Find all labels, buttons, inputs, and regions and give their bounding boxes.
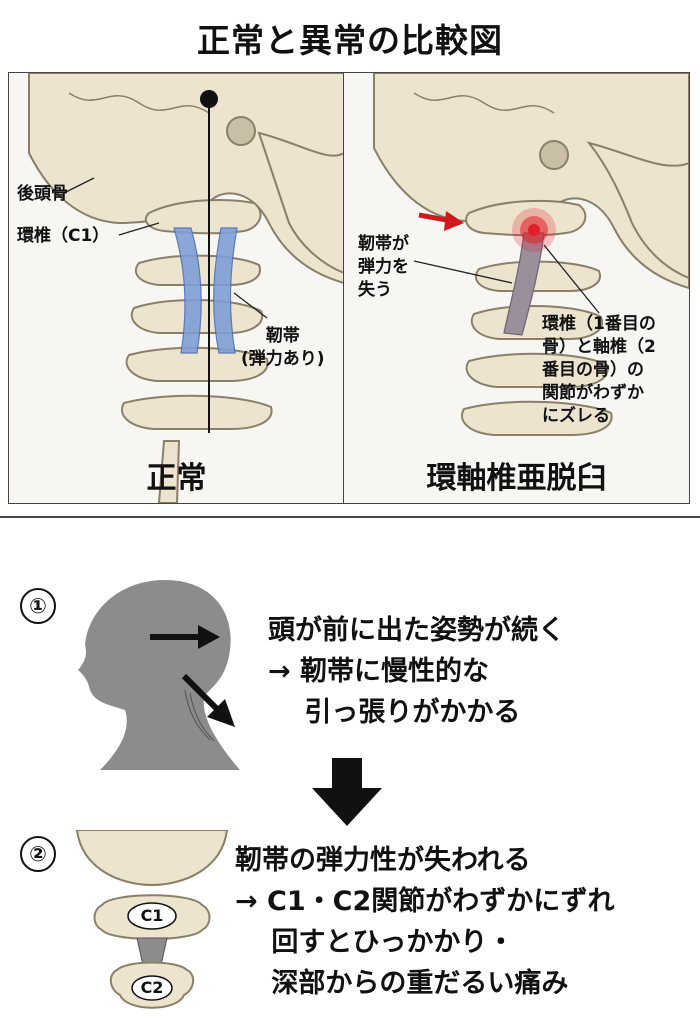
step2-number: ② (20, 836, 56, 872)
occipital-bone (28, 73, 344, 285)
ligament-damaged (503, 232, 545, 336)
step1-text: 頭が前に出た姿勢が続く → 靭帯に慢性的な 引っ張りがかかる (268, 615, 565, 728)
ligament-normal-right (213, 227, 238, 354)
caption-normal: 正常 (146, 461, 207, 496)
abnormal-illustration (373, 73, 689, 436)
c1-c2-illustration (75, 830, 229, 1009)
label-c1: C1 (140, 906, 164, 925)
black-arrow-right-icon (150, 625, 220, 649)
normal-panel: 後頭骨 環椎（C1） 靭帯 (弾力あり) 正常 (8, 72, 345, 504)
red-arrow-icon (418, 211, 464, 231)
label-atlas: 環椎（C1） (17, 226, 110, 246)
label-c2: C2 (140, 978, 164, 997)
black-arrow-diagonal-icon (181, 673, 235, 727)
label-occipital: 後頭骨 (17, 184, 68, 204)
step1-number: ① (20, 588, 56, 624)
label-joint-shift: 環椎（1番目の 骨）と軸椎（2 番目の骨）の 関節がわずか にズレる (542, 314, 656, 426)
step2-text: 靭帯の弾力性が失われる → C1・C2関節がわずかにずれ 回すとひっかかり・ 深… (235, 845, 615, 999)
label-ligament-normal: 靭帯 (弾力あり) (241, 326, 325, 369)
abnormal-panel: 靭帯が 弾力を 失う 環椎（1番目の 骨）と軸椎（2 番目の骨）の 関節がわずか… (343, 72, 690, 504)
black-arrow-down-icon (312, 758, 382, 826)
label-ligament-damaged: 靭帯が 弾力を 失う (358, 234, 409, 300)
atlas-c1 (144, 199, 262, 235)
atlas-c1-shifted (465, 199, 587, 237)
caption-abnormal: 環軸椎亜脱臼 (426, 461, 607, 496)
section-divider (0, 516, 700, 518)
normal-illustration (28, 73, 344, 503)
page-title: 正常と異常の比較図 (197, 21, 503, 60)
ligament-normal-left (173, 227, 202, 354)
